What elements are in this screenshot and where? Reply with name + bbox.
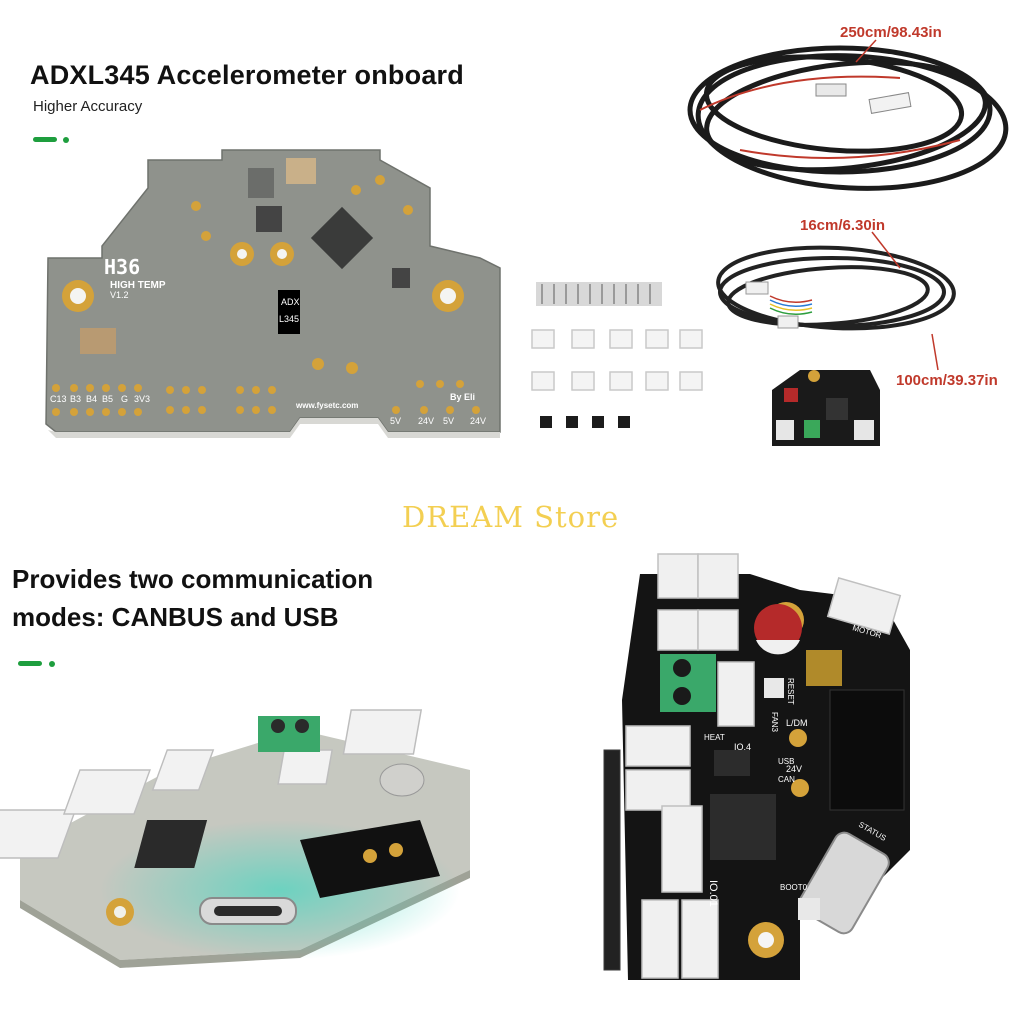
website-label: www.fysetc.com [295, 401, 358, 410]
cable-short-dimension: 16cm/6.30in [800, 217, 886, 234]
board-perspective-image [0, 709, 470, 968]
pin-label: 5V [443, 416, 454, 426]
accelerometer-headline: ADXL345 Accelerometer onboard [30, 60, 464, 90]
crimp-pins-strip [536, 282, 662, 306]
ldm-label: L/DM [786, 718, 808, 728]
pin-label: B4 [86, 394, 97, 404]
usb-c-port-2 [798, 831, 890, 935]
small-toolhead-board [772, 370, 880, 446]
pin-label: C13 [50, 394, 67, 404]
accent-dot [63, 137, 69, 143]
chip-label-2: L345 [279, 314, 299, 324]
usb-label: USB [778, 757, 794, 766]
24v-label: 24V [786, 764, 802, 774]
pin-label: 24V [418, 416, 434, 426]
cables-and-connectors-image [531, 39, 1009, 446]
communication-headline-line2: modes: CANBUS and USB [12, 602, 339, 632]
cable-mid-dimension: 100cm/39.37in [896, 372, 998, 389]
cable-long-dimension: 250cm/98.43in [840, 24, 942, 41]
accent-dot-2 [49, 661, 55, 667]
store-watermark: DREAM Store [402, 500, 620, 534]
chip-label-1: ADX [281, 297, 300, 307]
pin-label: 3V3 [134, 394, 150, 404]
reset-label: RESET [786, 678, 795, 705]
model-label: H36 [104, 255, 140, 279]
black-board-top-image: IO.4 HEAT L/DM USB CAN 24V FAN3 RESET IO… [603, 553, 910, 980]
fan3-label: FAN3 [770, 712, 779, 733]
variant-label: HIGH TEMP [110, 280, 166, 291]
boot-label: BOOT0 [780, 883, 808, 892]
io4-label: IO.4 [734, 742, 751, 752]
heat-label: HEAT [704, 733, 725, 742]
pin-label: 5V [390, 416, 401, 426]
mcu-chip [710, 794, 776, 860]
communication-headline: Provides two communication modes: CANBUS… [12, 560, 432, 636]
accent-dash-2 [18, 661, 42, 666]
connector-housings [531, 329, 703, 391]
pin-label: 24V [470, 416, 486, 426]
pin-label: B5 [102, 394, 113, 404]
accent-dash [33, 137, 57, 142]
io01-label: IO.01 [707, 880, 719, 907]
pin-label: B3 [70, 394, 81, 404]
communication-headline-line1: Provides two communication [12, 564, 374, 594]
accuracy-subtitle: Higher Accuracy [33, 98, 143, 115]
pin-label: G [121, 394, 128, 404]
adxl345-chip [278, 290, 300, 334]
h36-board-image: ADX L345 H36 HIGH TEMP V1.2 www.fysetc.c… [45, 149, 501, 438]
version-label: V1.2 [110, 290, 129, 300]
can-label: CAN [778, 775, 795, 784]
signature-label: By Eli [450, 392, 475, 402]
